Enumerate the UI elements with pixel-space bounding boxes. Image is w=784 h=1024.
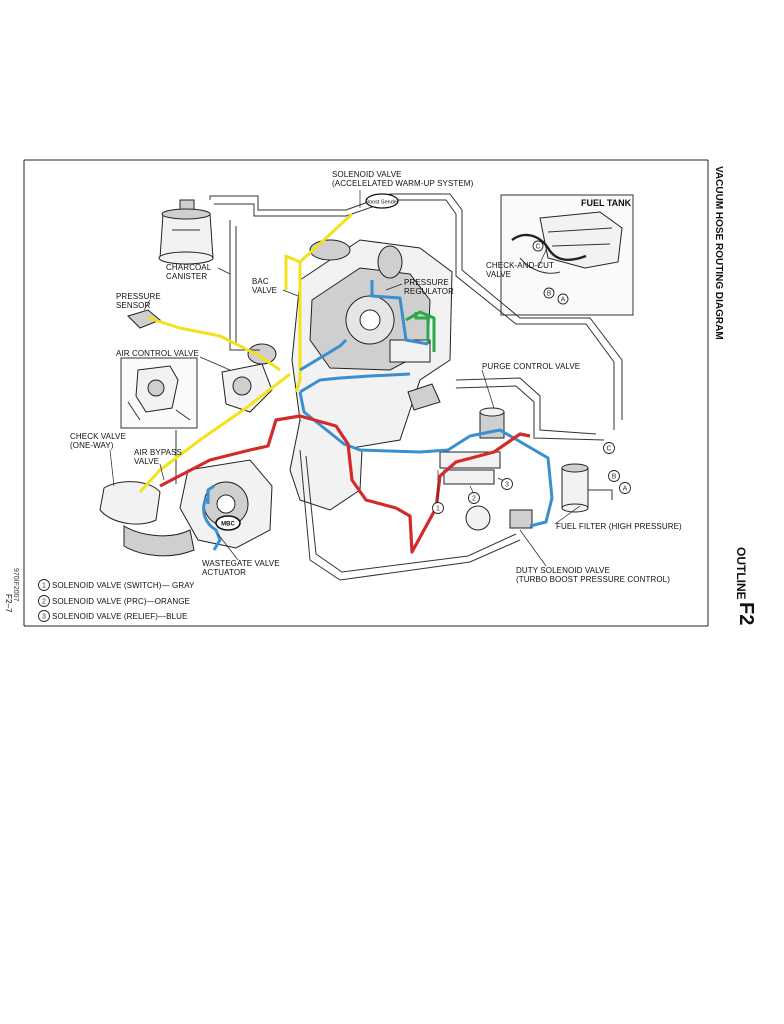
legend-text-3: SOLENOID VALVE (RELIEF)—BLUE bbox=[52, 612, 187, 621]
legend-text-2: SOLENOID VALVE (PRC)—ORANGE bbox=[52, 597, 190, 606]
fuel-filter-label: FUEL FILTER (HIGH PRESSURE) bbox=[556, 522, 682, 531]
page-frame bbox=[23, 159, 709, 627]
red-hose bbox=[159, 414, 531, 554]
legend-num-1: 1 bbox=[42, 583, 46, 590]
footer-code: 970IF2007 bbox=[12, 568, 19, 602]
marker-a-line: A bbox=[619, 482, 631, 494]
marker-2-engine: 2 bbox=[468, 492, 480, 504]
air-control-valve-label: AIR CONTROL VALVE bbox=[116, 349, 199, 358]
footer-page: F2–7 bbox=[4, 594, 13, 613]
marker-3-engine: 3 bbox=[501, 478, 513, 490]
blue-hose bbox=[202, 280, 554, 551]
routing-diagram-title: VACUUM HOSE ROUTING DIAGRAM bbox=[713, 166, 724, 340]
pressure-regulator-label-2: REGULATOR bbox=[404, 287, 454, 296]
legend-item-3: 3 SOLENOID VALVE (RELIEF)—BLUE bbox=[38, 610, 187, 622]
pressure-sensor-label-2: SENSOR bbox=[116, 301, 151, 310]
wastegate-label-1: WASTEGATE VALVE bbox=[202, 559, 280, 568]
check-and-cut-label-2: VALVE bbox=[486, 270, 511, 279]
solenoid-valve-bank bbox=[407, 383, 501, 485]
air-bypass-label-1: AIR BYPASS bbox=[134, 448, 182, 457]
charcoal-canister-label-1: CHARCOAL bbox=[166, 263, 212, 272]
svg-text:B: B bbox=[612, 474, 617, 481]
solenoid-warmup-label-2: (ACCELELATED WARM-UP SYSTEM) bbox=[332, 179, 474, 188]
turbocharger bbox=[99, 459, 273, 557]
svg-text:1: 1 bbox=[436, 506, 440, 513]
bac-valve-label-1: BAC bbox=[252, 277, 269, 286]
pressure-regulator-label-1: PRESSURE bbox=[404, 278, 449, 287]
boost-sender-label: Boost Sender bbox=[365, 200, 398, 206]
solenoid-warmup-label-1: SOLENOID VALVE bbox=[332, 170, 402, 179]
marker-b-line: B bbox=[608, 470, 620, 482]
air-control-valve-body bbox=[221, 343, 277, 413]
leader-lines bbox=[109, 190, 581, 567]
charcoal-canister-label-2: CANISTER bbox=[166, 272, 207, 281]
outline-title: OUTLINE bbox=[734, 547, 748, 600]
green-hose bbox=[405, 310, 436, 352]
marker-c-tank: C bbox=[535, 244, 540, 251]
mbc-marker bbox=[215, 515, 241, 531]
yellow-hose bbox=[138, 212, 354, 494]
legend-item-1: 1 SOLENOID VALVE (SWITCH)— GRAY bbox=[38, 579, 195, 591]
pressure-sensor-label-1: PRESSURE bbox=[116, 292, 161, 301]
section-code: F2 bbox=[735, 602, 757, 625]
legend-num-2: 2 bbox=[42, 599, 46, 606]
legend-num-3: 3 bbox=[42, 614, 46, 621]
svg-text:2: 2 bbox=[472, 496, 476, 503]
marker-1-engine: 1 bbox=[432, 502, 444, 514]
duty-solenoid-body bbox=[465, 505, 533, 531]
fuel-filter-body bbox=[561, 463, 589, 513]
legend-text-1: SOLENOID VALVE (SWITCH)— GRAY bbox=[52, 581, 195, 590]
boost-sender-marker bbox=[365, 193, 399, 209]
svg-text:A: A bbox=[561, 297, 566, 304]
legend-item-2: 2 SOLENOID VALVE (PRC)—ORANGE bbox=[38, 595, 190, 607]
pressure-sensor bbox=[127, 309, 161, 329]
wastegate-label-2: ACTUATOR bbox=[202, 568, 246, 577]
charcoal-canister bbox=[158, 199, 214, 265]
air-bypass-label-2: VALVE bbox=[134, 457, 159, 466]
svg-text:B: B bbox=[547, 291, 552, 298]
mbc-label: MBC bbox=[221, 522, 235, 528]
svg-text:C: C bbox=[606, 446, 611, 453]
fuel-lines bbox=[175, 193, 623, 581]
check-valve-label-2: (ONE-WAY) bbox=[70, 441, 114, 450]
marker-c-line: C bbox=[603, 442, 615, 454]
svg-text:C: C bbox=[535, 244, 540, 251]
bac-valve-label-2: VALVE bbox=[252, 286, 277, 295]
duty-solenoid-label-2: (TURBO BOOST PRESSURE CONTROL) bbox=[516, 575, 670, 584]
duty-solenoid-label-1: DUTY SOLENOID VALVE bbox=[516, 566, 610, 575]
marker-b-tank: B bbox=[547, 291, 552, 298]
purge-control-valve-body bbox=[479, 407, 505, 439]
check-valve-label-1: CHECK VALVE bbox=[70, 432, 126, 441]
purge-control-valve-label: PURGE CONTROL VALVE bbox=[482, 362, 580, 371]
check-and-cut-label-1: CHECK-AND-CUT bbox=[486, 261, 554, 270]
fuel-tank-label: FUEL TANK bbox=[581, 198, 632, 208]
fuel-tank-inset bbox=[500, 194, 634, 316]
legend: 1 SOLENOID VALVE (SWITCH)— GRAY 2 SOLENO… bbox=[38, 579, 195, 622]
marker-a-tank: A bbox=[561, 297, 566, 304]
air-control-valve-inset bbox=[120, 357, 198, 429]
svg-text:A: A bbox=[623, 486, 628, 493]
svg-text:3: 3 bbox=[505, 482, 509, 489]
